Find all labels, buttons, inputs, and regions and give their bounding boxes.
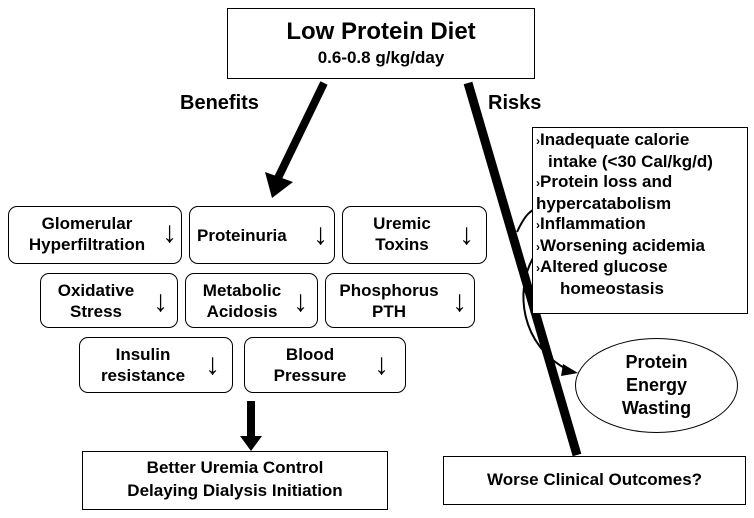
blood-pressure-line2: Pressure: [273, 366, 347, 385]
pew-line1: Protein: [625, 352, 688, 372]
risk-item-1-cont: intake (<30 Cal/kg/d): [548, 151, 713, 171]
risk-item-5-cont: homeostasis: [560, 278, 664, 298]
better-outcome-line2: Delaying Dialysis Initiation: [127, 481, 343, 500]
benefits-arrowhead: [265, 172, 293, 198]
uremic-down-arrow: ↓: [459, 218, 474, 251]
insulin-line2: resistance: [100, 366, 186, 385]
insulin-down-arrow: ↓: [205, 348, 220, 381]
glomerular-line2: Hyperfiltration: [28, 235, 146, 254]
metabolic-down-arrow: ↓: [293, 285, 308, 318]
pew-line2: Energy: [625, 375, 688, 395]
low-protein-diet-box: [227, 8, 535, 79]
risk-item-3: ›Inflammation: [536, 214, 646, 233]
risk-list: ›Inadequate calorie intake (<30 Cal/kg/d…: [536, 130, 748, 299]
risk-list-box: [532, 127, 748, 314]
diet-title: Low Protein Diet: [286, 18, 476, 45]
better-outcome-box: [82, 451, 388, 510]
better-outcome-line1: Better Uremia Control: [146, 458, 324, 477]
risks-label: Risks: [488, 92, 542, 114]
worse-outcome-box: [443, 456, 746, 505]
blood-pressure-line1: Blood: [285, 345, 335, 364]
phosphorus-pth-box: [325, 273, 475, 328]
uremic-line2: Toxins: [375, 235, 429, 254]
risks-line: [463, 81, 582, 457]
pew-arrowhead: [561, 364, 578, 376]
glomerular-down-arrow: ↓: [162, 216, 177, 249]
benefits-arrow: [274, 81, 328, 180]
blood-pressure-down-arrow: ↓: [374, 348, 389, 381]
uremic-line1: Uremic: [373, 214, 431, 233]
better-outcome-arrowhead: [240, 436, 262, 451]
risk-item-2: ›Protein loss and: [536, 172, 673, 191]
benefits-label: Benefits: [180, 92, 259, 114]
proteinuria-label: Proteinuria: [197, 226, 287, 245]
glomerular-line1: Glomerular: [41, 214, 133, 233]
oxidative-line2: Stress: [70, 302, 122, 321]
diet-dose: 0.6-0.8 g/kg/day: [317, 48, 445, 67]
oxidative-stress-box: [40, 273, 178, 328]
insulin-line1: Insulin: [115, 345, 171, 364]
oxidative-down-arrow: ↓: [153, 285, 168, 318]
metabolic-acidosis-box: [185, 273, 318, 328]
risk-item-1: ›Inadequate calorie: [536, 130, 690, 149]
uremic-toxins-box: [342, 206, 487, 264]
risk-item-4: ›Worsening acidemia: [536, 235, 706, 255]
phosphorus-line1: Phosphorus: [339, 281, 439, 300]
metabolic-line1: Metabolic: [202, 281, 282, 300]
worse-outcome-label: Worse Clinical Outcomes?: [486, 470, 703, 489]
risk-item-5: ›Altered glucose: [536, 257, 668, 276]
pew-arrow: [522, 257, 569, 371]
pew-line3: Wasting: [621, 398, 692, 418]
protein-energy-wasting-ellipse: [575, 338, 738, 433]
phosphorus-line2: PTH: [372, 302, 406, 321]
oxidative-line1: Oxidative: [57, 281, 135, 300]
proteinuria-down-arrow: ↓: [313, 218, 328, 251]
phosphorus-down-arrow: ↓: [452, 285, 467, 318]
metabolic-line2: Acidosis: [206, 302, 278, 321]
risk-item-2-cont: hypercatabolism: [536, 193, 672, 213]
blood-pressure-box: [244, 337, 406, 393]
glomerular-box: [8, 206, 182, 264]
proteinuria-box: [189, 206, 335, 264]
insulin-resistance-box: [79, 337, 233, 393]
